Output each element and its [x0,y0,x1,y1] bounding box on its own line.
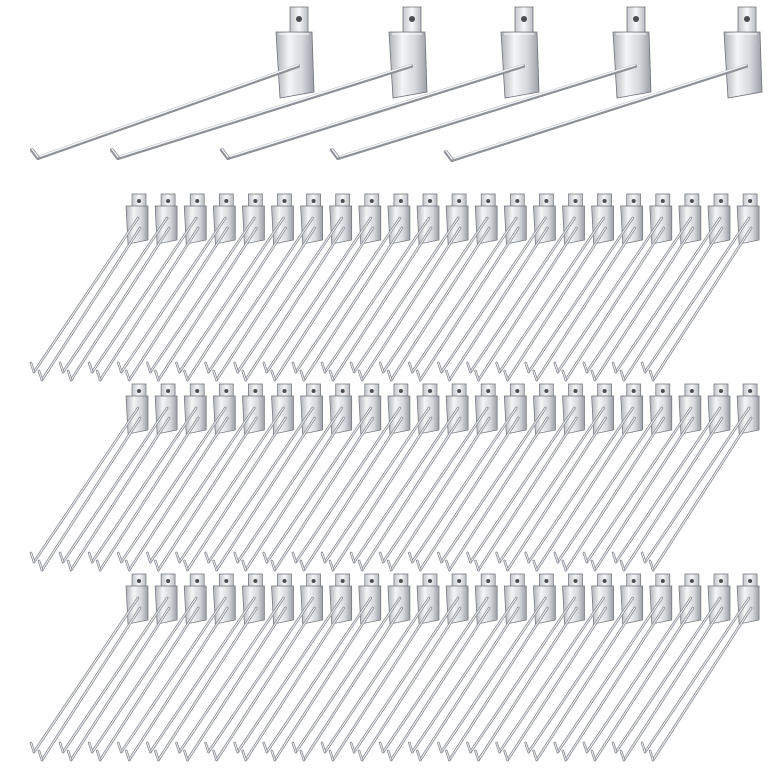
hook [117,193,236,382]
hook [29,573,149,762]
hook [466,383,585,572]
hook [117,573,236,762]
hook [611,383,731,572]
hook [524,383,644,572]
hook [495,193,614,382]
hook [437,193,556,382]
hook [408,193,527,382]
hook [58,193,178,382]
hook [117,383,236,572]
hook [553,383,673,572]
hook [553,193,673,382]
hook [640,573,760,762]
hook [320,573,440,762]
hook [330,6,652,160]
hook [349,573,469,762]
hook [146,383,265,572]
hook [640,383,760,572]
hook [437,383,556,572]
hook [204,193,323,382]
hook [582,193,702,382]
hook [58,573,178,762]
hook [175,193,294,382]
hook [146,193,265,382]
hook [495,573,614,762]
hook [640,193,760,382]
hook [204,383,323,572]
hook [110,6,428,160]
hook [349,193,469,382]
hook [262,383,382,572]
hook [378,573,498,762]
hook [175,383,294,572]
hook [233,383,353,572]
hook [291,193,411,382]
hook [146,573,265,762]
hook [262,193,382,382]
hook [611,193,731,382]
hook [582,573,702,762]
hook [204,573,323,762]
hook [466,573,585,762]
hook [30,6,315,160]
hook [378,383,498,572]
hook [320,193,440,382]
hook [466,193,585,382]
hook [408,383,527,572]
hook [291,383,411,572]
hook [233,193,353,382]
hook [87,573,207,762]
hook [378,193,498,382]
hook [58,383,178,572]
hook [233,573,353,762]
hook [29,383,149,572]
hook [524,193,644,382]
hook [87,383,207,572]
hook [524,573,644,762]
hook [29,193,149,382]
hook-row-2 [29,383,760,572]
hook [495,383,614,572]
hook [349,383,469,572]
hook [320,383,440,572]
hook [87,193,207,382]
hook [437,573,556,762]
hook [220,6,540,160]
hook [553,573,673,762]
hook-rows [29,193,760,762]
hook [175,573,294,762]
hook [582,383,702,572]
hook [291,573,411,762]
hook [262,573,382,762]
hook [611,573,731,762]
hook [408,573,527,762]
featured-hook-row [30,6,763,162]
hook [444,6,763,162]
hook-row-1 [29,193,760,382]
hook-row-3 [29,573,760,762]
